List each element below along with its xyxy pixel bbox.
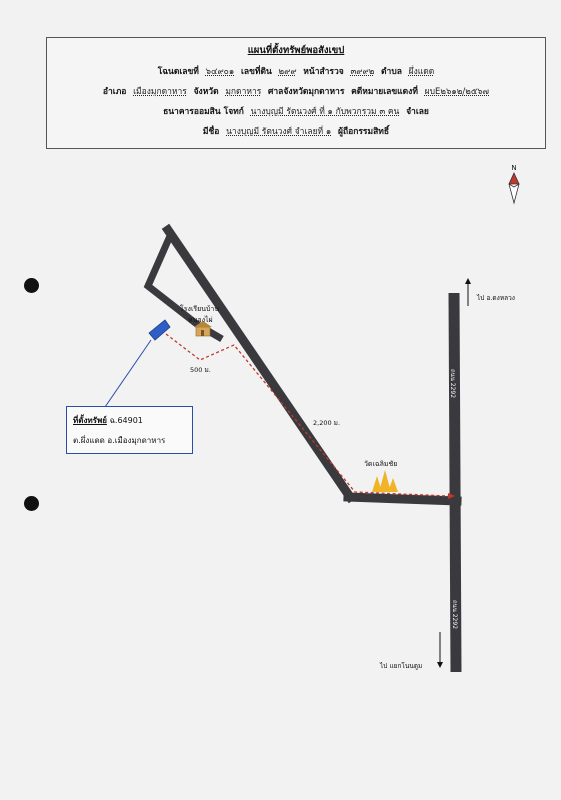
- map-title: แผนที่ตั้งทรัพย์พอสังเขป: [247, 45, 345, 56]
- arrow-down-icon: [437, 632, 443, 668]
- callout-deed: ฉ.64901: [109, 416, 143, 425]
- callout-title: ที่ตั้งทรัพย์: [73, 416, 107, 425]
- highway-2292: [448, 292, 462, 673]
- highway-label-south: ถนน 2292: [451, 600, 458, 629]
- property-parcel: [148, 319, 171, 341]
- deed-label: โฉนดเลขที่: [157, 67, 199, 77]
- case-label: คดีหมายเลขแดงที่: [351, 87, 418, 97]
- school-label-2: หนองไผ่: [188, 315, 213, 324]
- header-row-parties: ธนาคารออมสิน โจทก์ นางบุญมี รัตนวงศ์ ที่…: [47, 104, 545, 118]
- header-row-owner: มีชื่อ นางบุญมี รัตนวงศ์ จำเลยที่ ๑ ผู้ถ…: [47, 124, 545, 138]
- temple-icon: [372, 470, 398, 492]
- highway-label-north: ถนน 2292: [449, 369, 456, 398]
- survey-number: ๓๙๙๒: [350, 67, 375, 77]
- route-dashed-line: [165, 333, 449, 497]
- subdistrict-label: ตำบล: [381, 67, 402, 77]
- callout-line-1: ที่ตั้งทรัพย์ ฉ.64901: [73, 414, 143, 427]
- road-connector: [343, 492, 462, 506]
- school-icon: [194, 321, 212, 337]
- header-row-district: อำเภอ เมืองมุกดาหาร จังหวัด มุกดาหาร ศาล…: [47, 84, 545, 98]
- land-number-label: เลขที่ดิน: [240, 67, 272, 77]
- owner-label: มีชื่อ: [202, 127, 220, 137]
- case-number: ผบE๒๖๑๒/๒๕๖๗: [424, 87, 490, 97]
- to-north-label: ไป อ.ดงหลวง: [476, 294, 515, 302]
- deed-number: ๖๔๙๐๑: [205, 67, 235, 77]
- callout-leader: [104, 339, 152, 408]
- school-label-1: โรงเรียนบ้าน: [180, 304, 219, 313]
- survey-label: หน้าสำรวจ: [303, 67, 344, 77]
- punch-hole-top: [24, 278, 39, 293]
- callout-location: ต.ผึ่งแดด อ.เมืองมุกดาหาร: [73, 436, 166, 445]
- punch-hole-bottom: [24, 496, 39, 511]
- route-arrow-head: [448, 493, 455, 499]
- road-diagonal: [161, 223, 357, 504]
- temple-label: วัดเฉลิมชัย: [364, 460, 397, 468]
- subdistrict-value: ผึ่งแดด: [408, 67, 435, 77]
- defendant-value: นางบุญมี รัตนวงศ์ ที่ ๑ กับพวกรวม ๓ คน: [250, 107, 400, 117]
- distance-2200: 2,200 ม.: [313, 419, 340, 427]
- header-row-deed: โฉนดเลขที่ ๖๔๙๐๑ เลขที่ดิน ๒๙๙ หน้าสำรวจ…: [47, 64, 545, 78]
- land-number: ๒๙๙: [278, 67, 297, 77]
- province-value: มุกดาหาร: [225, 87, 262, 97]
- district-value: เมืองมุกดาหาร: [133, 87, 187, 97]
- arrow-up-icon: [465, 278, 471, 306]
- court-label: ศาลจังหวัดมุกดาหาร: [268, 87, 345, 97]
- plaintiff-label: ธนาคารออมสิน โจทก์: [163, 107, 244, 117]
- province-label: จังหวัด: [193, 87, 219, 97]
- distance-500: 500 ม.: [190, 366, 211, 374]
- north-label: N: [511, 164, 516, 172]
- district-label: อำเภอ: [102, 87, 127, 97]
- owner-value: นางบุญมี รัตนวงศ์ จำเลยที่ ๑: [226, 127, 332, 137]
- defendant-suffix: จำเลย: [406, 107, 429, 117]
- north-arrow-icon: N: [508, 164, 520, 205]
- property-callout: ที่ตั้งทรัพย์ ฉ.64901 ต.ผึ่งแดด อ.เมืองม…: [66, 406, 193, 454]
- owner-suffix: ผู้ถือกรรมสิทธิ์: [337, 127, 390, 137]
- to-south-label: ไป แยกโนนตูม: [379, 662, 422, 670]
- header-box: แผนที่ตั้งทรัพย์พอสังเขป โฉนดเลขที่ ๖๔๙๐…: [46, 37, 546, 149]
